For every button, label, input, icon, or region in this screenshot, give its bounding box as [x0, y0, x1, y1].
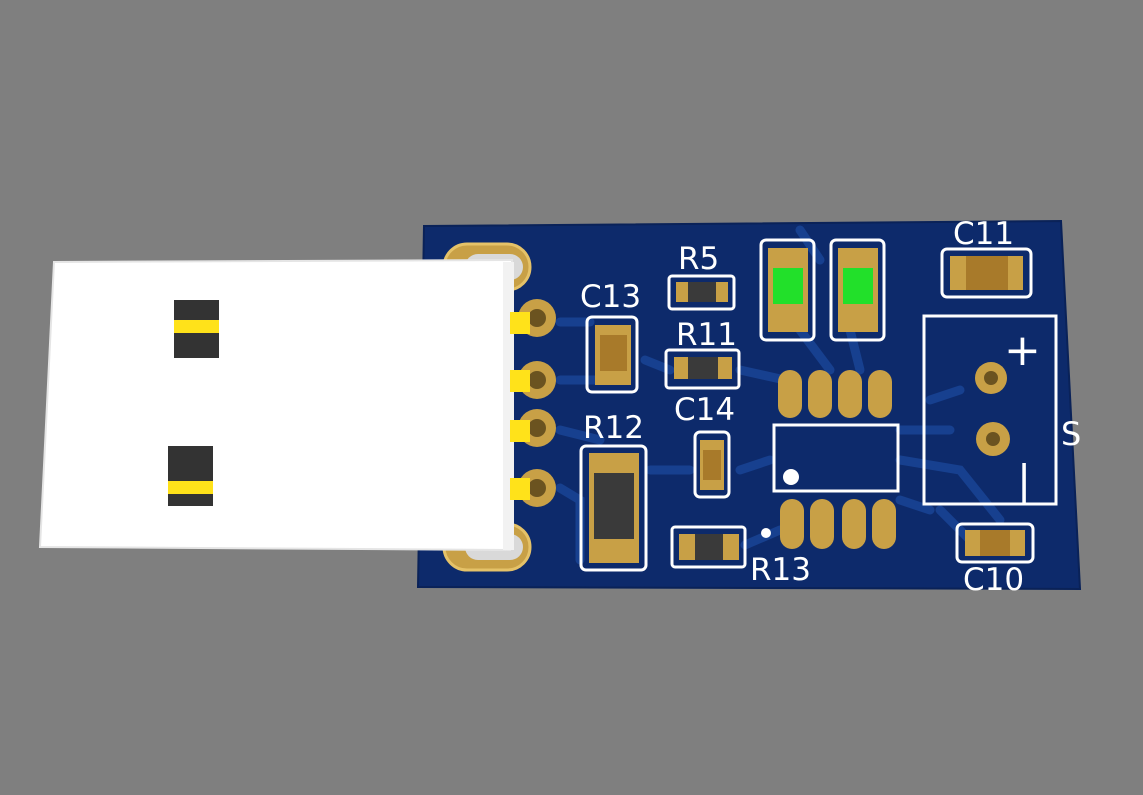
- label-c13: C13: [580, 279, 641, 315]
- label-r13: R13: [750, 552, 811, 588]
- label-r11: R11: [676, 317, 737, 353]
- label-s-partial: S: [1061, 415, 1081, 453]
- pcb-traces: [455, 225, 1005, 565]
- label-r5: R5: [678, 241, 719, 277]
- resistor-r13: [670, 525, 747, 569]
- usb-shell-slot-bottom: [168, 446, 213, 506]
- capacitor-c11: [940, 247, 1033, 299]
- label-c11: C11: [953, 216, 1014, 252]
- ic-soic8: [772, 370, 900, 549]
- led-1: [759, 238, 816, 342]
- terminal-block: [922, 314, 1058, 506]
- capacitor-c14: [693, 430, 731, 499]
- label-minus: |: [1017, 456, 1031, 505]
- usb-connector: [38, 258, 530, 552]
- resistor-r11: [664, 348, 741, 390]
- led-2: [829, 238, 886, 342]
- label-plus: +: [1004, 325, 1041, 376]
- resistor-r5: [667, 274, 736, 311]
- capacitor-c10: [955, 522, 1035, 564]
- label-c14: C14: [674, 392, 735, 428]
- resistor-r12: [579, 444, 648, 572]
- capacitor-c13: [585, 315, 639, 394]
- label-r12: R12: [583, 410, 644, 446]
- pin1-dot-r13: [761, 528, 771, 538]
- label-c10: C10: [963, 562, 1024, 598]
